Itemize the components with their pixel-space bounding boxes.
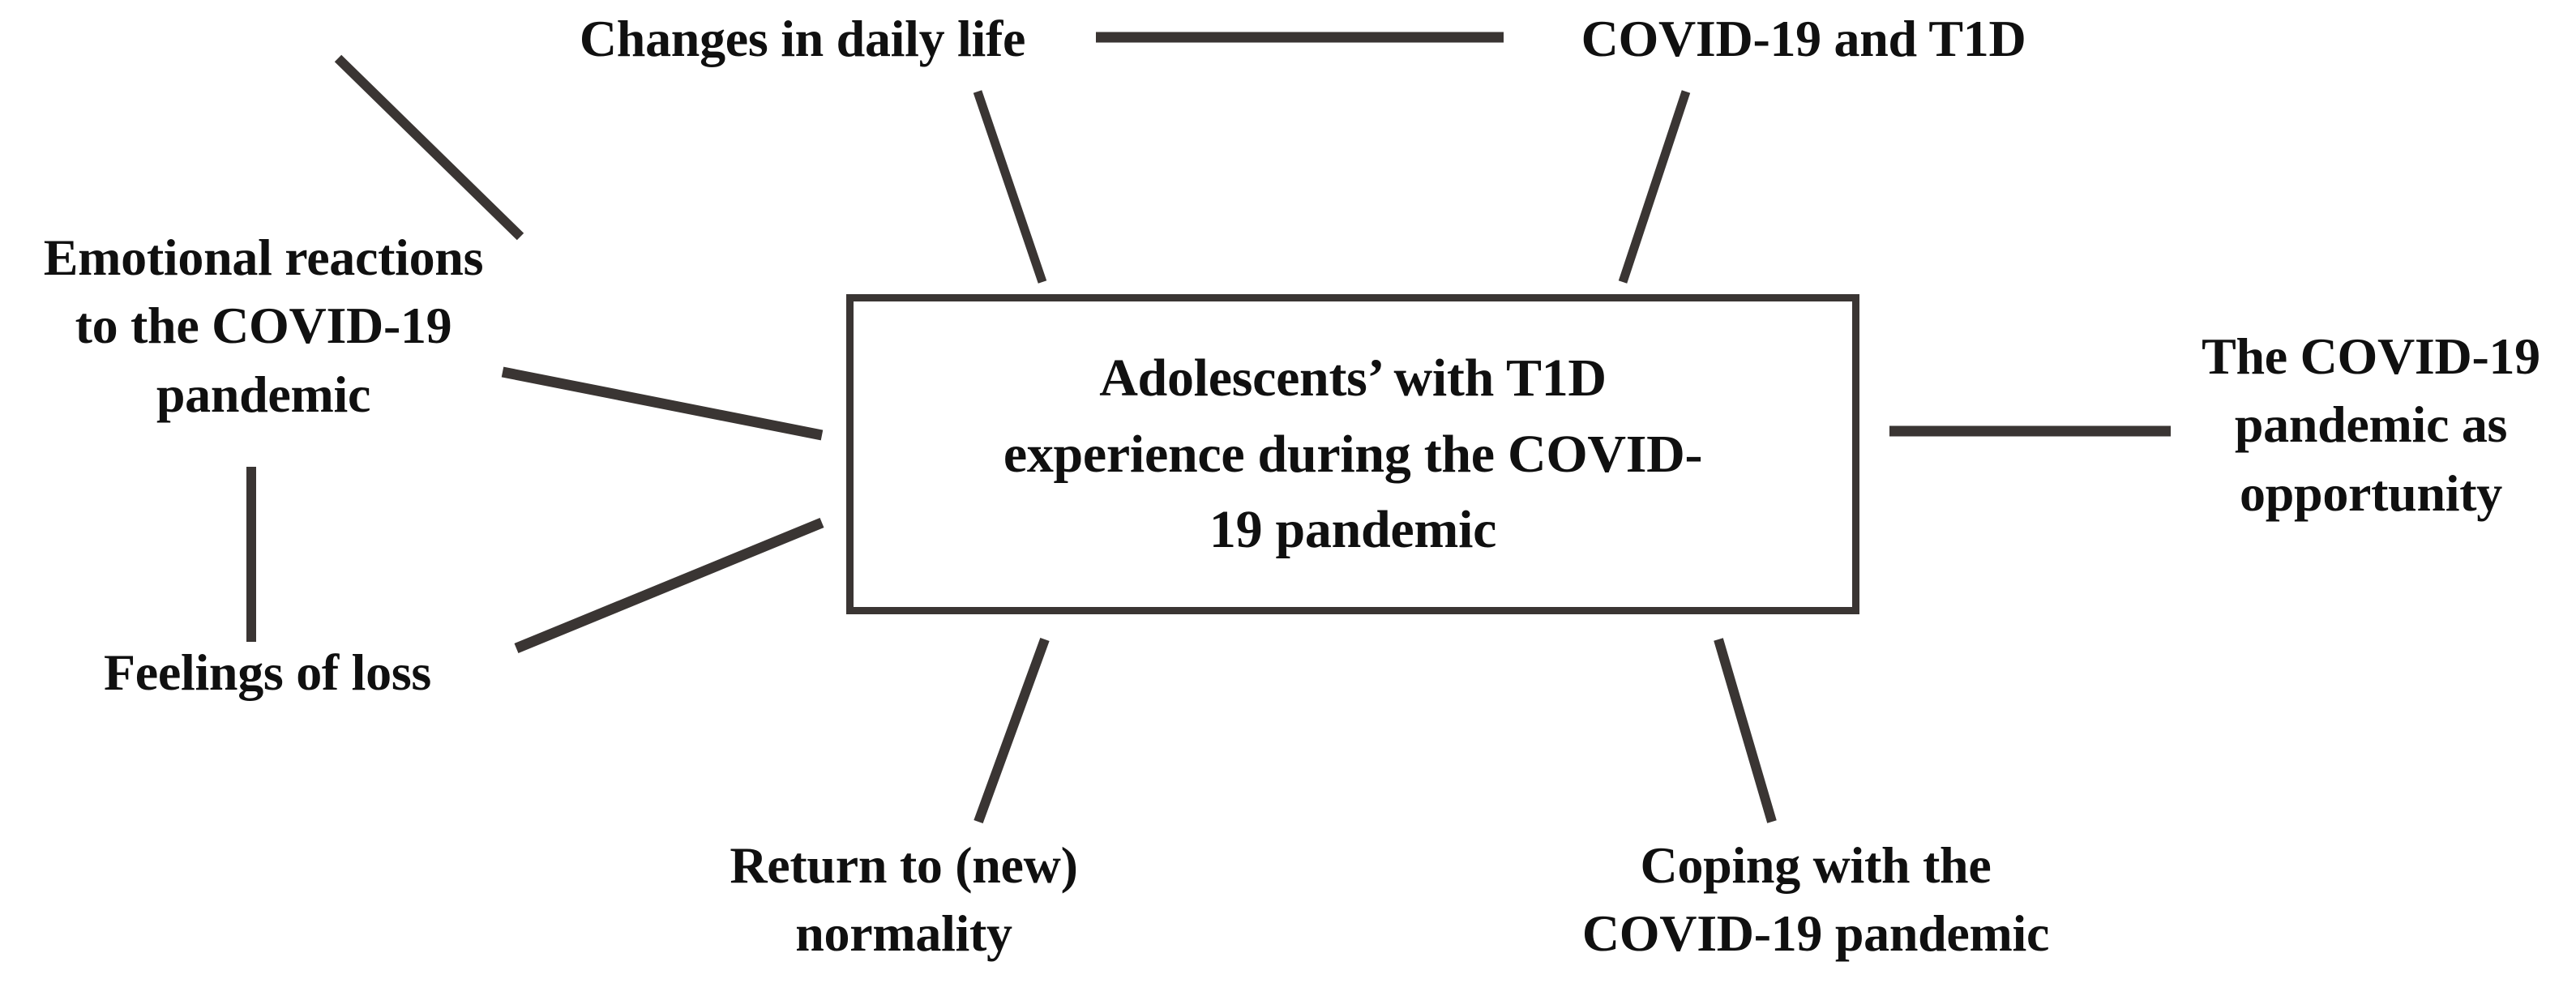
connector-feelings-to-center — [514, 517, 824, 654]
node-return-to-new-normality: Return to (new) normality — [730, 836, 1078, 963]
connector-emotional-to-center — [501, 366, 824, 441]
node-covid-19-and-t1d: COVID-19 and T1D — [1581, 10, 2026, 67]
central-theme-label: Adolescents’ with T1D experience during … — [1003, 348, 1703, 560]
connector-center-to-return — [973, 637, 1050, 824]
central-theme-box: Adolescents’ with T1D experience during … — [846, 294, 1859, 614]
connector-covid-t1d-to-center — [1618, 90, 1691, 284]
connector-emotional-to-changes — [334, 54, 524, 241]
node-emotional-reactions: Emotional reactions to the COVID-19 pand… — [43, 229, 484, 423]
connector-center-to-coping — [1714, 638, 1777, 823]
node-feelings-of-loss: Feelings of loss — [103, 643, 432, 701]
node-pandemic-as-opportunity: The COVID-19 pandemic as opportunity — [2202, 327, 2540, 522]
node-coping-with-pandemic: Coping with the COVID-19 pandemic — [1581, 836, 2050, 963]
node-changes-in-daily-life: Changes in daily life — [579, 10, 1026, 67]
connector-changes-to-center — [973, 90, 1047, 284]
